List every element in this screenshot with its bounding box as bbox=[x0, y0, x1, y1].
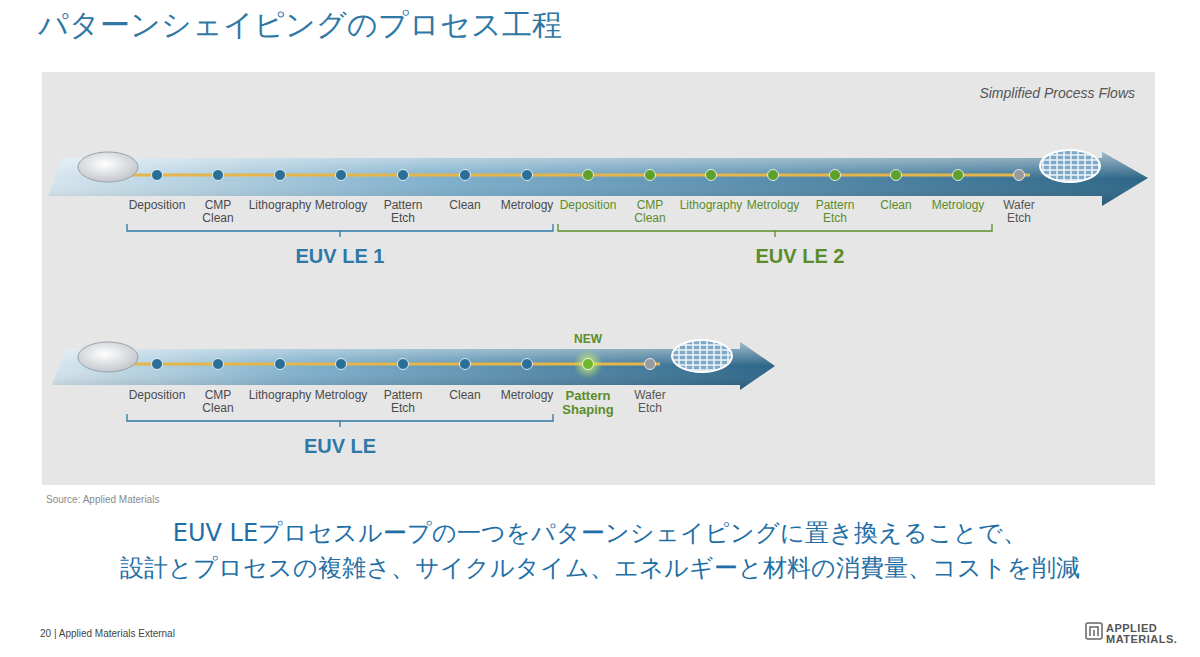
group-bracket bbox=[127, 224, 553, 237]
step-dot bbox=[152, 170, 163, 181]
step-label: Wafer Etch bbox=[991, 199, 1047, 225]
step-dot bbox=[1014, 170, 1025, 181]
step-label: CMP Clean bbox=[190, 389, 246, 415]
group-label: EUV LE 2 bbox=[720, 245, 880, 267]
step-dot bbox=[213, 359, 224, 370]
step-dot bbox=[398, 170, 409, 181]
step-label: Clean bbox=[430, 389, 500, 402]
step-dot bbox=[645, 359, 656, 370]
step-label: Clean bbox=[861, 199, 931, 212]
group-label: EUV LE bbox=[260, 435, 420, 457]
step-label: Deposition bbox=[122, 389, 192, 402]
panel-note: Simplified Process Flows bbox=[835, 86, 1135, 101]
step-label: Lithography bbox=[245, 389, 315, 402]
step-dot bbox=[275, 359, 286, 370]
step-dot bbox=[830, 170, 841, 181]
step-dots bbox=[152, 170, 1025, 370]
step-dot bbox=[336, 359, 347, 370]
new-tag: NEW bbox=[558, 333, 618, 346]
logo-mark bbox=[1086, 623, 1102, 639]
step-label: Pattern Shaping bbox=[556, 389, 620, 418]
step-label: Metrology bbox=[306, 389, 376, 402]
slide-title: パターンシェイピングのプロセス工程 bbox=[38, 8, 562, 41]
step-label: Wafer Etch bbox=[622, 389, 678, 415]
flow-arrow-bottom bbox=[52, 340, 775, 390]
panel bbox=[42, 72, 1155, 485]
slide-caption: EUV LEプロセスループの一つをパターンシェイピングに置き換えることで、 設計… bbox=[100, 516, 1100, 586]
page-footer: 20 | Applied Materials External bbox=[40, 628, 340, 639]
group-label: EUV LE 1 bbox=[260, 245, 420, 267]
step-label: CMP Clean bbox=[622, 199, 678, 225]
step-dot bbox=[522, 170, 533, 181]
step-label: Metrology bbox=[738, 199, 808, 212]
step-label: Metrology bbox=[492, 389, 562, 402]
step-label: Clean bbox=[430, 199, 500, 212]
step-label: Deposition bbox=[122, 199, 192, 212]
step-dot bbox=[398, 359, 409, 370]
step-label: Deposition bbox=[553, 199, 623, 212]
step-label: Metrology bbox=[306, 199, 376, 212]
step-dot bbox=[522, 359, 533, 370]
step-label: Metrology bbox=[492, 199, 562, 212]
step-dot bbox=[953, 170, 964, 181]
step-label: Pattern Etch bbox=[807, 199, 863, 225]
step-dot bbox=[583, 359, 594, 370]
step-label: Metrology bbox=[923, 199, 993, 212]
group-bracket bbox=[127, 414, 553, 427]
step-dot bbox=[275, 170, 286, 181]
step-label: CMP Clean bbox=[190, 199, 246, 225]
source-note: Source: Applied Materials bbox=[46, 494, 346, 505]
flow-arrow-top bbox=[48, 150, 1148, 206]
company-logo: APPLIED MATERIALS. bbox=[1106, 623, 1168, 645]
step-label: Pattern Etch bbox=[375, 389, 431, 415]
step-dot bbox=[645, 170, 656, 181]
step-dot bbox=[768, 170, 779, 181]
step-label: Lithography bbox=[245, 199, 315, 212]
step-dot bbox=[336, 170, 347, 181]
group-bracket bbox=[558, 224, 992, 237]
step-dot bbox=[706, 170, 717, 181]
step-dot bbox=[460, 170, 471, 181]
step-label: Pattern Etch bbox=[375, 199, 431, 225]
step-dot bbox=[213, 170, 224, 181]
step-dot bbox=[152, 359, 163, 370]
step-dot bbox=[460, 359, 471, 370]
step-dot bbox=[583, 170, 594, 181]
step-dot bbox=[891, 170, 902, 181]
step-label: Lithography bbox=[676, 199, 746, 212]
